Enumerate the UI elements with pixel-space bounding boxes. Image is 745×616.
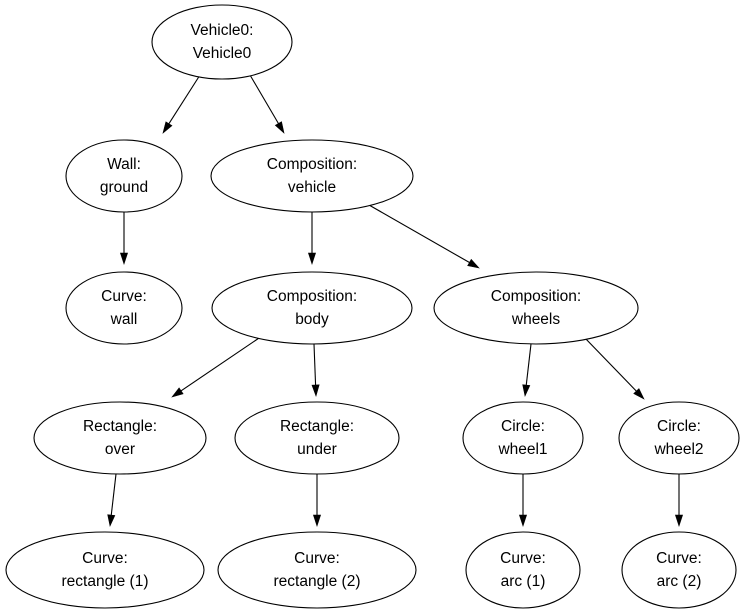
arrowhead-icon (171, 387, 184, 398)
graph-node-vehicle0[interactable]: Vehicle0: Vehicle0 (151, 4, 293, 80)
node-label-name: wheels (511, 311, 560, 328)
graph-node-rectover[interactable]: Rectangle: over (33, 401, 207, 475)
graph-node-curverect2[interactable]: Curve: rectangle (2) (217, 531, 417, 609)
node-label-name: over (105, 441, 135, 458)
graph-node-curverect1[interactable]: Curve: rectangle (1) (5, 531, 205, 609)
graph-node-wall[interactable]: Wall: ground (65, 139, 183, 213)
edge-compvehicle-compbody (307, 212, 317, 265)
edge-compvehicle-compwheels (368, 204, 480, 269)
node-label-name: wheel1 (497, 441, 547, 458)
graph-node-compwheels[interactable]: Composition: wheels (433, 271, 639, 345)
node-ellipse[interactable] (618, 401, 740, 475)
arrowhead-icon (674, 514, 684, 527)
node-label-type: Composition: (491, 288, 581, 305)
node-label-name: wall (110, 311, 138, 328)
node-label-type: Vehicle0: (191, 22, 254, 39)
node-label-name: ground (100, 179, 148, 196)
edge-line (110, 473, 117, 516)
node-ellipse[interactable] (217, 531, 417, 609)
graph-node-curvewall[interactable]: Curve: wall (65, 271, 183, 345)
node-label-name: rectangle (1) (61, 573, 148, 590)
node-label-type: Curve: (656, 550, 702, 567)
node-label-type: Composition: (267, 156, 357, 173)
node-label-name: body (295, 311, 329, 328)
edge-line (168, 74, 201, 125)
node-ellipse[interactable] (33, 401, 207, 475)
node-ellipse[interactable] (465, 531, 581, 609)
edge-line (313, 343, 317, 386)
arrowhead-icon (119, 252, 129, 265)
graph-node-compbody[interactable]: Composition: body (211, 271, 413, 345)
edge-wall-curvewall (119, 212, 129, 265)
edge-vehicle0-compvehicle (249, 74, 285, 134)
node-ellipse[interactable] (462, 401, 584, 475)
edge-line (583, 336, 637, 392)
edge-compwheels-wheel1 (522, 343, 532, 397)
edge-vehicle0-wall (162, 74, 201, 134)
graph-node-wheel1[interactable]: Circle: wheel1 (462, 401, 584, 475)
node-label-type: Rectangle: (83, 418, 157, 435)
node-ellipse[interactable] (621, 531, 737, 609)
node-label-name: rectangle (2) (273, 573, 360, 590)
edge-compbody-rectunder (311, 343, 320, 397)
node-label-type: Circle: (501, 418, 545, 435)
arrowhead-icon (107, 514, 116, 527)
graph-node-compvehicle[interactable]: Composition: vehicle (210, 139, 414, 213)
node-label-type: Wall: (107, 156, 141, 173)
arrowhead-icon (633, 388, 645, 400)
edge-line (249, 74, 279, 124)
edge-compwheels-wheel2 (583, 336, 645, 400)
node-label-type: Curve: (82, 550, 128, 567)
node-label-name: wheel2 (653, 441, 703, 458)
arrowhead-icon (307, 252, 317, 265)
arrowhead-icon (311, 384, 320, 397)
node-ellipse[interactable] (433, 271, 639, 345)
node-ellipse[interactable] (5, 531, 205, 609)
arrowhead-icon (522, 384, 531, 397)
edge-line (368, 204, 470, 264)
node-label-type: Curve: (500, 550, 546, 567)
arrowhead-icon (467, 258, 480, 269)
node-label-name: Vehicle0 (193, 45, 252, 62)
graph-node-curvearc2[interactable]: Curve: arc (2) (621, 531, 737, 609)
arrowhead-icon (274, 121, 285, 134)
edge-wheel1-curvearc1 (518, 474, 528, 527)
node-label-name: under (297, 441, 337, 458)
node-ellipse[interactable] (210, 139, 414, 213)
arrowhead-icon (312, 514, 322, 527)
edge-rectunder-curverect2 (312, 474, 322, 527)
node-label-type: Circle: (657, 418, 701, 435)
node-label-type: Rectangle: (280, 418, 354, 435)
edge-compbody-rectover (171, 335, 263, 398)
edge-wheel2-curvearc2 (674, 474, 684, 527)
node-ellipse[interactable] (234, 401, 400, 475)
node-label-type: Curve: (294, 550, 340, 567)
edges-layer (107, 74, 684, 527)
edge-line (180, 335, 263, 392)
arrowhead-icon (518, 514, 528, 527)
graph-node-rectunder[interactable]: Rectangle: under (234, 401, 400, 475)
graph-node-wheel2[interactable]: Circle: wheel2 (618, 401, 740, 475)
nodes-layer: Vehicle0:Vehicle0Wall:groundComposition:… (5, 4, 740, 609)
graph-node-curvearc1[interactable]: Curve: arc (1) (465, 531, 581, 609)
node-ellipse[interactable] (211, 271, 413, 345)
arrowhead-icon (162, 121, 173, 134)
edge-line (525, 343, 532, 386)
node-label-type: Curve: (101, 288, 147, 305)
node-ellipse[interactable] (65, 271, 183, 345)
node-label-type: Composition: (267, 288, 357, 305)
node-label-name: vehicle (288, 179, 336, 196)
node-label-name: arc (1) (501, 573, 546, 590)
node-ellipse[interactable] (65, 139, 183, 213)
node-label-name: arc (2) (657, 573, 702, 590)
edge-rectover-curverect1 (107, 473, 117, 527)
node-ellipse[interactable] (151, 4, 293, 80)
